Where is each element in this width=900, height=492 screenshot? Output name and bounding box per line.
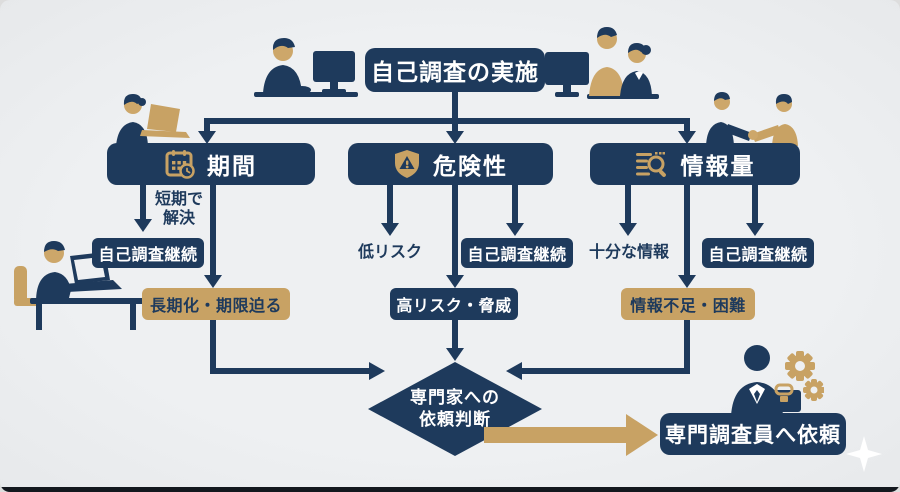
connector-info-escalate: [684, 185, 690, 275]
connector-info-continue: [752, 185, 758, 223]
connector-to-info: [684, 118, 690, 132]
connector-period-escalate: [210, 185, 216, 275]
arrowhead-to-risk: [446, 131, 464, 144]
connector-info-to-decision-h: [522, 368, 690, 374]
connector-to-risk: [452, 118, 458, 132]
decision-label-line1: 専門家への: [410, 388, 500, 407]
decision-label-line2: 依頼判断: [419, 410, 491, 429]
arrowhead-period-to-decision: [369, 362, 385, 380]
result-node-label: 専門調査員へ依頼: [665, 424, 841, 447]
outcome-period-escalate: 長期化・期限迫る: [142, 288, 290, 320]
outcome-risk-escalate: 高リスク・脅威: [390, 288, 518, 320]
gear-icon: [803, 379, 824, 401]
outcome-risk-continue: 自己調査継続: [461, 238, 573, 268]
outcome-info-escalate: 情報不足・困難: [621, 288, 755, 320]
woman-with-laptop-illustration: [116, 94, 190, 146]
handshake-illustration: [706, 92, 798, 146]
label-short-term: 短期で 解決: [154, 191, 203, 227]
connector-risk-escalate: [452, 185, 458, 275]
search-list-icon: [635, 152, 666, 177]
connector-risk-continue: [512, 185, 518, 223]
two-people-at-computer-illustration: [545, 27, 659, 99]
connector-info-to-decision-v: [684, 320, 690, 374]
connector-risk-to-decision: [452, 320, 458, 348]
arrowhead-to-period: [198, 131, 216, 144]
connector-branch-bar: [204, 118, 690, 124]
connector-period-continue: [140, 185, 146, 219]
connector-decision-to-result: [484, 427, 626, 443]
specialist-with-gears-illustration: [731, 345, 824, 416]
arrowhead-risk-continue: [506, 223, 524, 236]
branch-box-risk: 危険性: [348, 143, 553, 185]
arrowhead-info-enough: [619, 223, 637, 236]
connector-to-period: [204, 118, 210, 132]
arrowhead-period-continue: [134, 219, 152, 232]
branch-label-risk: 危険性: [433, 153, 508, 179]
arrowhead-risk-low: [381, 223, 399, 236]
arrowhead-risk-escalate: [446, 275, 464, 288]
connector-risk-low: [387, 185, 393, 223]
branch-box-period: 期間: [107, 143, 315, 185]
arrowhead-risk-to-decision: [446, 348, 464, 361]
label-low-risk: 低リスク: [357, 244, 422, 261]
start-node: 自己調査の実施: [365, 48, 545, 92]
outcome-period-continue: 自己調査継続: [92, 238, 204, 268]
branch-label-period: 期間: [207, 153, 257, 179]
person-at-desk-illustration: [14, 241, 144, 330]
connector-start-stem: [452, 92, 458, 120]
arrowhead-decision-to-result: [626, 414, 658, 456]
arrowhead-info-escalate: [678, 275, 696, 288]
label-enough-info: 十分な情報: [588, 244, 669, 261]
outcome-info-continue: 自己調査継続: [702, 238, 814, 268]
branch-label-info: 情報量: [680, 153, 756, 179]
branch-box-info: 情報量: [590, 143, 800, 185]
arrowhead-to-info: [678, 131, 696, 144]
person-at-computer-illustration: [254, 38, 358, 97]
connector-info-enough: [625, 185, 631, 223]
arrowhead-period-escalate: [204, 275, 222, 288]
shield-alert-icon: [395, 150, 419, 178]
result-node: 専門調査員へ依頼: [660, 413, 846, 455]
connector-period-to-decision-v: [210, 320, 216, 374]
gear-icon: [785, 351, 815, 381]
arrowhead-info-to-decision: [506, 362, 522, 380]
frame-bottom-edge: [0, 487, 900, 492]
connector-period-to-decision-h: [210, 368, 370, 374]
start-node-label: 自己調査の実施: [371, 59, 539, 85]
arrowhead-info-continue: [746, 223, 764, 236]
calendar-clock-icon: [165, 150, 195, 179]
sparkle-icon: [846, 436, 882, 472]
